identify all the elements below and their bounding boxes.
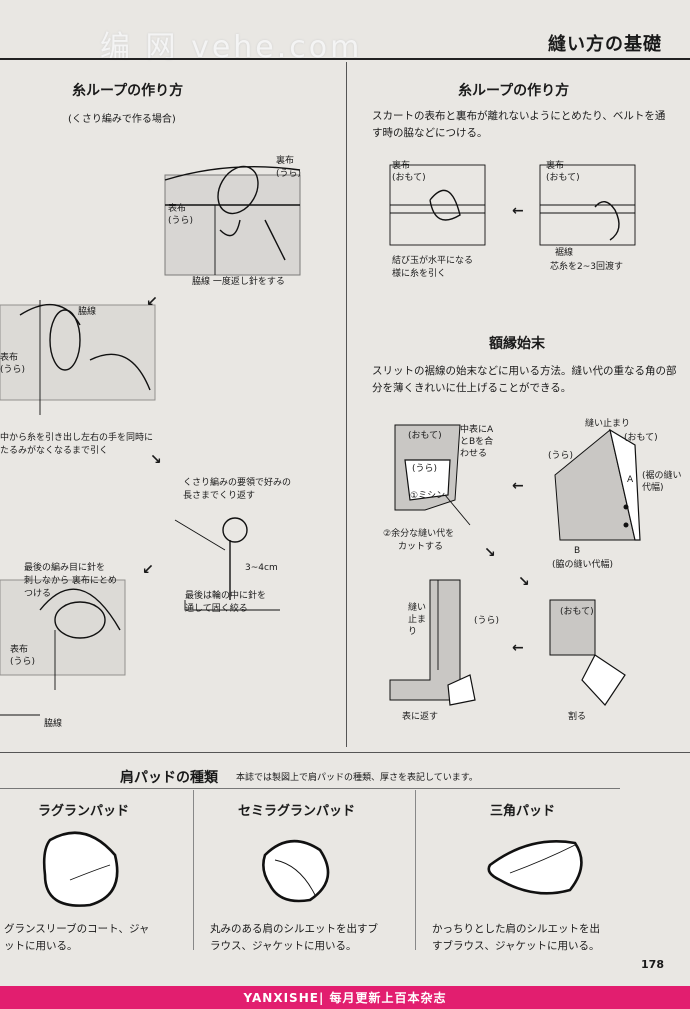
thread-loop-illustrations [0,165,301,716]
shoulder-pads-title: 肩パッドの種類 [120,770,218,786]
pad-desc-semi-raglan-2: ラウス、ジャケットに用いる。 [210,940,357,952]
header-rule [0,58,690,60]
step-arrow-icon: ↘ [484,545,496,561]
pad-desc-triangle-2: すブラウス、ジャケットに用いる。 [432,940,600,952]
label-ura-3: (うら) [474,616,500,626]
label-length: 3~4cm [245,563,278,573]
label-step1: ①ミシン [410,491,446,501]
shoulder-pad-illustrations [42,831,583,907]
label-last-stitch-3: つける [24,589,52,599]
label-turn-out: 表に返す [402,712,439,722]
label-ura: (うら) [412,464,438,474]
pad-divider [415,790,416,950]
pad-name-raglan: ラグランパッド [38,804,130,819]
label-loop-through-2: 通して固く絞る [185,604,248,614]
label-hem-allowance: (裾の縫い代幅) [642,471,682,493]
pad-desc-raglan-1: グランスリーブのコート、ジャ [4,923,150,935]
label-tie-knot: 結び玉が水平になる [392,256,474,266]
shoulder-pads-note: 本誌では製図上で肩パッドの種類、厚さを表記しています。 [236,773,478,783]
label-side-seam-step1: 脇線 一度返し針をする [192,277,285,287]
label-lining-front-2: 裏布 [546,161,565,171]
label-omote-3: (おもて) [560,607,594,617]
step-arrow-icon: ↘ [518,574,530,590]
label-side-seam: 脇線 [78,307,97,317]
right-bottom-title: 額縁始末 [489,336,545,352]
step-arrow-icon: ↙ [146,294,158,310]
mitered-corner-illustrations [389,424,641,706]
pad-desc-semi-raglan-1: 丸みのある肩のシルエットを出すブ [210,923,378,935]
label-omote: (おもて) [408,431,442,441]
label-outer-back-3-sub: (うら) [10,657,36,667]
label-core-thread: 芯糸を2~3回渡す [550,262,623,272]
label-lining-back-sub: (うら) [276,169,302,179]
step-arrow-icon: ↘ [150,452,162,468]
label-press-open: 割る [568,712,587,722]
label-chain-repeat: くさり編みの要領で好みの [183,478,292,488]
label-sew-stop-2: 縫い止まり [408,603,427,637]
label-chain-repeat-2: 長さまでくり返す [183,491,256,501]
step-arrow-icon: ← [512,478,524,494]
page-number: 178 [641,958,664,971]
footer-text: YANXISHE| 每月更新上百本杂志 [243,991,447,1005]
label-side-seam-3: 脇線 [44,719,63,729]
label-lining-front-sub: (おもて) [392,173,426,183]
label-lining-front: 裏布 [392,161,411,171]
column-divider [346,62,347,747]
section-divider [0,752,690,753]
left-section-title: 糸ループの作り方 [72,83,184,99]
label-side-allowance: (脇の縫い代幅) [552,560,614,570]
label-pull-thread: 中から糸を引き出し左右の手を同時に [0,433,154,443]
label-ura-2: (うら) [548,451,574,461]
step-arrow-icon: ↙ [142,562,154,578]
label-outer-back-sub: (うら) [168,216,194,226]
pad-name-triangle: 三角パッド [490,804,556,819]
label-lining-front-2-sub: (おもて) [546,173,580,183]
label-last-stitch-2: 刺しなから 裏布にとめ [24,576,117,586]
label-step2: ②余分な縫い代を [383,529,455,539]
pad-desc-triangle-1: かっちりとした肩のシルエットを出 [432,923,600,935]
label-hem-line: 裾線 [555,248,574,258]
label-lining-back: 裏布 [276,156,295,166]
pad-desc-raglan-2: ットに用いる。 [4,940,78,952]
right-top-title: 糸ループの作り方 [458,83,570,99]
label-tie-knot-2: 様に糸を引く [392,269,447,279]
right-top-description: スカートの表布と裏布が離れないようにとめたり、ベルトを通す時の脇などにつける。 [372,110,666,139]
label-loop-through: 最後は輪の中に針を [185,591,267,601]
page-title: 縫い方の基礎 [548,34,662,55]
label-align: 中表にAとBを合わせる [460,425,494,459]
label-sew-stop: 縫い止まり [585,419,631,429]
label-outer-back-3: 表布 [10,645,29,655]
label-outer-back: 表布 [168,204,187,214]
pads-rule [0,788,620,789]
step-arrow-icon: ← [512,640,524,656]
label-omote-2: (おもて) [624,433,658,443]
label-b: B [574,546,581,556]
step-arrow-icon: ← [512,203,524,219]
pad-name-semi-raglan: セミラグランパッド [238,804,356,819]
label-outer-back-2-sub: (うら) [0,365,26,375]
right-loop-illustrations [389,164,636,246]
footer-bar [0,986,690,1009]
label-a: A [627,475,634,485]
label-pull-thread-2: たるみがなくなるまで引く [0,446,109,456]
pad-divider [193,790,194,950]
left-section-subtitle: (くさり編みで作る場合) [68,114,176,125]
label-last-stitch: 最後の編み目に針を [24,563,106,573]
label-step2-b: カットする [398,542,444,552]
right-bottom-description: スリットの裾線の始末などに用いる方法。縫い代の重なる角の部分を薄くきれいに仕上げ… [372,365,677,394]
label-outer-back-2: 表布 [0,353,19,363]
